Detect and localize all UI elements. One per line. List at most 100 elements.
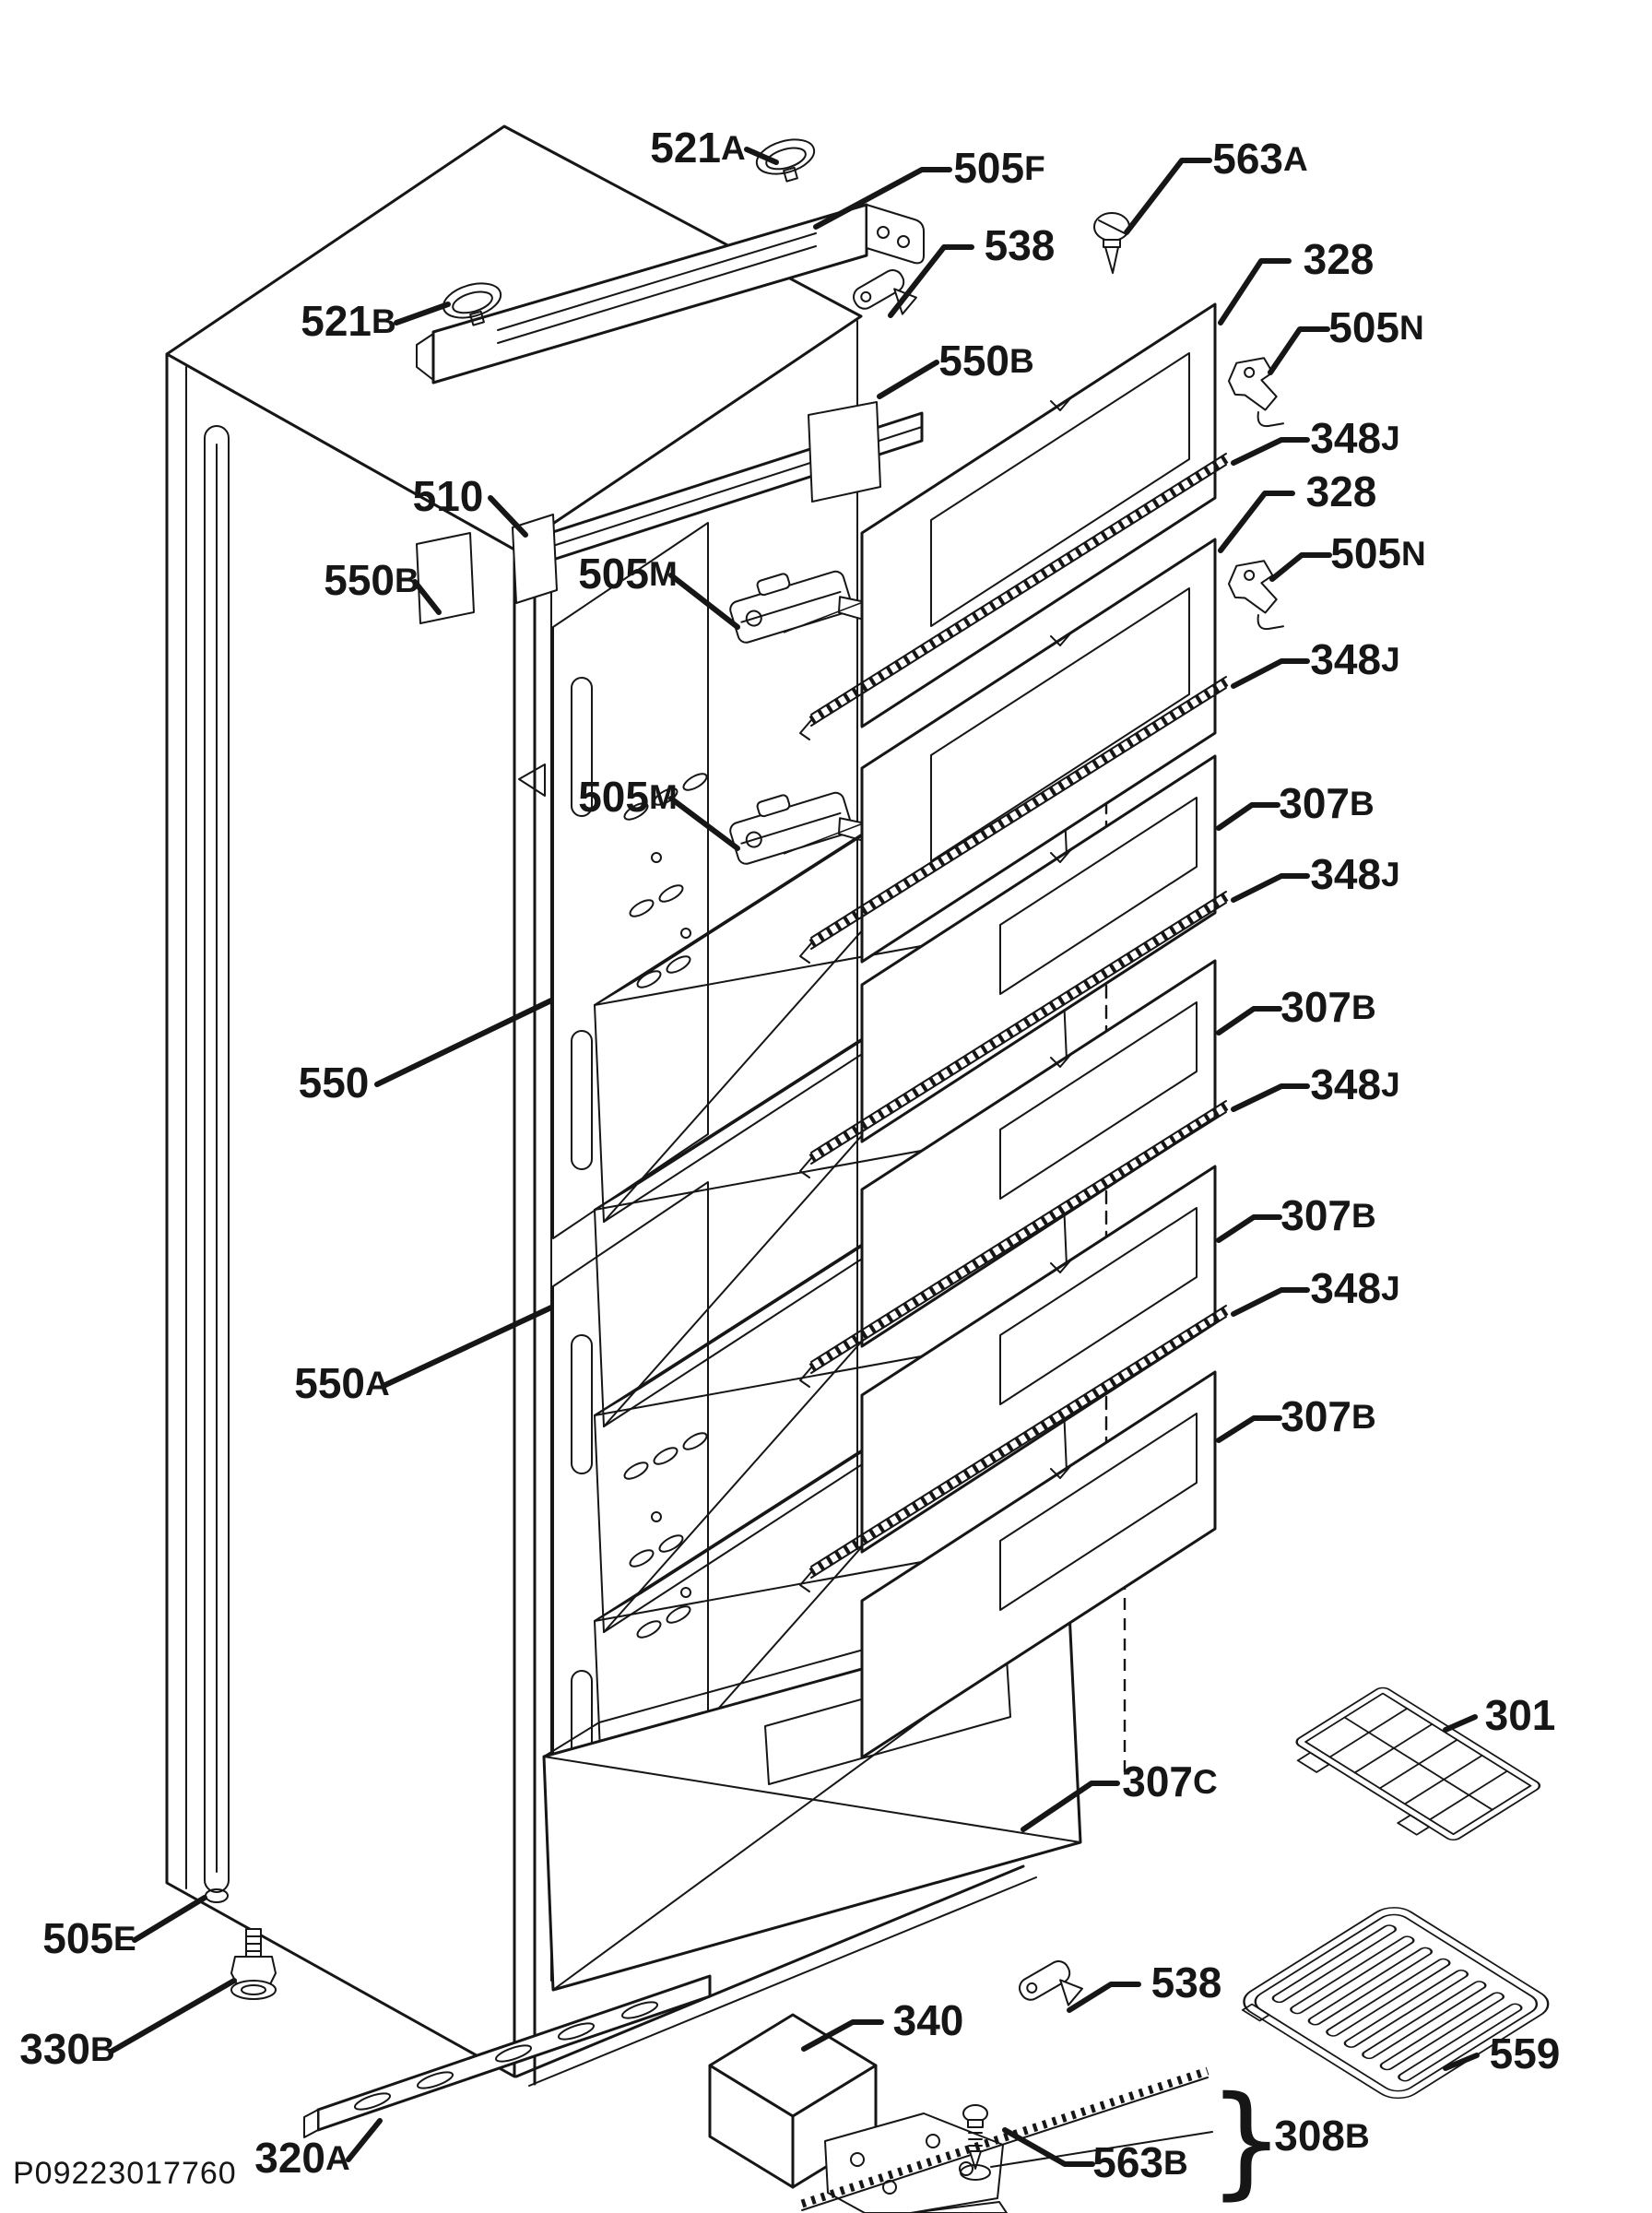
callout-505N-10: 505N <box>1269 529 1426 582</box>
liner-panel-550 <box>518 522 709 1239</box>
drawer-front-307B-1 <box>860 754 1217 1143</box>
flap-door-328-1 <box>860 302 1217 728</box>
trim-strip-348J-2 <box>799 676 1229 964</box>
trim-strip-348J-4 <box>799 1100 1229 1388</box>
ice-cube-tray-301 <box>1295 1686 1541 1840</box>
callout-348J-17: 348J <box>1231 850 1400 903</box>
drawer-front-307B-4 <box>860 1370 1217 1759</box>
leader-line-348J-20 <box>1231 1083 1310 1112</box>
leader-line-505F-1 <box>813 167 952 230</box>
leader-line-505N-10 <box>1269 552 1332 582</box>
leader-line-307B-21 <box>1216 1214 1282 1243</box>
callout-505M-13: 505M <box>578 550 740 630</box>
part-label-510-11: 510 <box>413 472 484 520</box>
leader-line-348J-8 <box>1231 437 1310 466</box>
drawer-front-307B-2 <box>860 959 1217 1348</box>
part-label-307C-26: 307C <box>1122 1757 1217 1805</box>
leader-line-328-4 <box>1218 258 1292 325</box>
rail-end-plate <box>866 204 925 265</box>
leader-line-521A-0 <box>744 147 779 165</box>
leader-line-505E-27 <box>132 1895 207 1943</box>
part-label-328-9: 328 <box>1306 467 1377 515</box>
part-label-348J-20: 348J <box>1310 1060 1399 1108</box>
bracket-538-top <box>853 269 917 315</box>
plate-550B-left <box>416 532 475 624</box>
leader-line-348J-14 <box>1231 658 1310 689</box>
callout-510-11: 510 <box>413 472 528 538</box>
door-seal-505E <box>204 425 230 1903</box>
leader-line-307B-24 <box>1216 1415 1282 1443</box>
bottom-rail-320A <box>303 1974 712 2138</box>
part-label-550-19: 550 <box>299 1059 370 1106</box>
callout-521B-6: 521B <box>301 297 451 345</box>
callout-559-31: 559 <box>1443 2030 1560 2077</box>
leader-line-307C-26 <box>1021 1781 1120 1832</box>
drawer-front-307B-3 <box>860 1165 1217 1554</box>
part-label-563A-2: 563A <box>1212 135 1307 183</box>
callout-328-9: 328 <box>1218 467 1377 553</box>
part-label-330B-28: 330B <box>19 2025 114 2073</box>
callout-301-25: 301 <box>1443 1691 1555 1739</box>
leader-line-521B-6 <box>394 302 451 325</box>
callout-550B-7: 550B <box>877 337 1034 399</box>
part-label-505N-10: 505N <box>1330 529 1425 577</box>
leader-line-550-19 <box>374 998 554 1087</box>
leader-line-563B-33 <box>1002 2127 1095 2167</box>
part-label-307B-24: 307B <box>1280 1392 1375 1440</box>
cabinet-bottom-front-edge-2 <box>528 1876 1037 2087</box>
part-label-550B-12: 550B <box>324 556 419 604</box>
leader-line-559-31 <box>1443 2053 1480 2071</box>
callout-550A-23: 550A <box>294 1305 554 1407</box>
bracket-538-bottom <box>1019 1960 1083 2006</box>
trim-strip-348J-5 <box>799 1305 1229 1592</box>
part-label-348J-14: 348J <box>1310 635 1399 683</box>
liner-slot <box>571 677 593 817</box>
callout-563A-2: 563A <box>1124 135 1308 235</box>
callout-307B-18: 307B <box>1216 983 1376 1035</box>
leader-line-330B-28 <box>110 1978 237 2053</box>
part-label-320A-32: 320A <box>254 2134 349 2182</box>
callout-563B-33: 563B <box>1002 2127 1188 2186</box>
cabinet-left-face <box>165 352 516 2078</box>
leader-line-505M-15 <box>668 796 740 851</box>
callout-308B-34: 308B <box>1274 2112 1369 2160</box>
liner-vents <box>623 1432 708 1639</box>
liner-slot <box>571 1334 593 1474</box>
callout-307B-16: 307B <box>1216 779 1375 831</box>
part-label-550A-23: 550A <box>294 1359 389 1407</box>
cap-521B <box>442 282 502 326</box>
pin-563A <box>1093 212 1130 274</box>
screw-563B <box>960 2104 991 2181</box>
callout-521A-0: 521A <box>650 124 779 172</box>
part-label-505M-15: 505M <box>578 773 678 821</box>
part-label-538-3: 538 <box>985 221 1056 269</box>
part-label-521A-0: 521A <box>650 124 745 172</box>
callout-328-4: 328 <box>1218 235 1374 325</box>
drip-tray-grille-559 <box>1241 1907 1550 2100</box>
hinge-group-line <box>990 2131 1213 2168</box>
leader-line-301-25 <box>1443 1714 1478 1733</box>
group-brace-308B: } <box>1208 2070 1285 2212</box>
mounting-rail-505F <box>416 203 925 385</box>
cap-521A <box>755 138 816 183</box>
leader-line-510-11 <box>488 495 528 538</box>
leader-line-505N-5 <box>1268 326 1330 375</box>
leader-line-550B-7 <box>877 360 939 399</box>
leader-line-340-29 <box>801 2019 884 2052</box>
leader-line-348J-17 <box>1231 873 1310 903</box>
callout-550-19: 550 <box>299 998 554 1106</box>
foot-330B <box>230 1928 277 2000</box>
callout-505F-1: 505F <box>813 144 1045 230</box>
part-label-308B-34: 308B <box>1274 2112 1369 2160</box>
part-label-505N-5: 505N <box>1328 303 1423 351</box>
leader-line-328-9 <box>1218 491 1295 553</box>
part-label-307B-21: 307B <box>1280 1191 1375 1239</box>
callout-320A-32: 320A <box>254 2118 383 2182</box>
callout-538-30: 538 <box>1067 1959 1221 2013</box>
trim-strip-348J-1 <box>799 453 1229 740</box>
leader-line-505M-13 <box>668 573 740 630</box>
cabinet-bottom-front-edge <box>514 1864 1025 2078</box>
